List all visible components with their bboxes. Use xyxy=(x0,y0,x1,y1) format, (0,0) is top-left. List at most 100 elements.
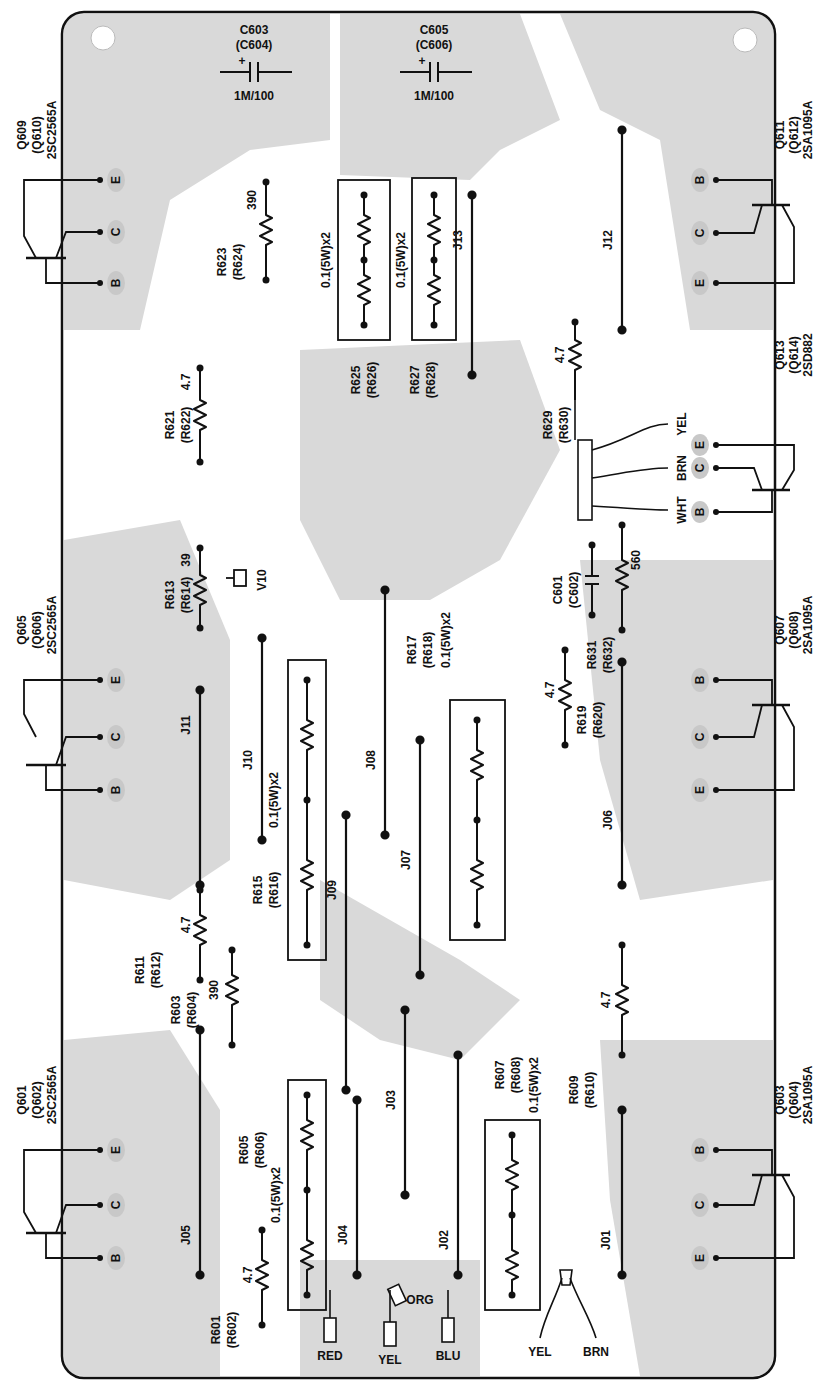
solder-dot xyxy=(197,179,626,1329)
part-name: (C606) xyxy=(416,38,453,52)
part-name: R617 xyxy=(405,636,419,665)
part-name: R619 xyxy=(575,706,589,735)
wire-color: YEL xyxy=(675,412,689,435)
part-name: R603 xyxy=(169,996,183,1025)
pin-letter: E xyxy=(693,1254,707,1262)
wire-color: BLU xyxy=(436,1349,461,1363)
part-name: (R606) xyxy=(253,1132,267,1169)
part-name: V10 xyxy=(255,569,269,590)
wire-color: BRN xyxy=(583,1345,609,1359)
part-name: (C604) xyxy=(236,38,273,52)
transistor-pad xyxy=(107,168,709,1270)
part-name: (R618) xyxy=(421,632,435,669)
part-name: (Q608) xyxy=(787,611,801,648)
power-resistor-box xyxy=(288,178,540,1310)
part-name: Q601 xyxy=(15,1085,29,1114)
wire-color: YEL xyxy=(378,1353,401,1367)
part-number: 2SA1095A xyxy=(801,1066,815,1125)
component-value: 560 xyxy=(629,550,643,570)
component-value: 0.1(5W)x2 xyxy=(319,232,333,288)
connector-tab xyxy=(324,1284,454,1346)
part-name: (R612) xyxy=(149,952,163,989)
part-name: R621 xyxy=(163,411,177,440)
part-name: R631 xyxy=(585,641,599,670)
part-name: (R616) xyxy=(267,872,281,909)
part-name: R605 xyxy=(237,1136,251,1165)
pin-letter: B xyxy=(693,676,707,685)
wire-color: WHT xyxy=(675,496,689,523)
pin-letter: C xyxy=(109,1201,123,1210)
part-name: R615 xyxy=(251,876,265,905)
part-name: (Q610) xyxy=(30,116,44,153)
component-value: 4.7 xyxy=(599,992,613,1009)
pin-letter: E xyxy=(109,1146,123,1154)
component-value: 4.7 xyxy=(179,917,193,934)
part-name: (Q612) xyxy=(787,116,801,153)
component-value: 4.7 xyxy=(179,374,193,391)
copper-area xyxy=(64,14,773,1376)
part-name: (R614) xyxy=(179,577,193,614)
jumper-name: J07 xyxy=(399,850,413,870)
pin-letter: E xyxy=(693,441,707,449)
jumper-name: J12 xyxy=(601,230,615,250)
part-name: Q605 xyxy=(15,615,29,644)
solder-dot xyxy=(97,177,719,1261)
resistor-symbol xyxy=(194,182,628,1325)
jumper-name: J05 xyxy=(179,1225,193,1245)
component-value: 0.1(5W)x2 xyxy=(394,232,408,288)
part-name: Q611 xyxy=(773,121,787,150)
part-name: Q603 xyxy=(773,1085,787,1114)
pin-letter: C xyxy=(109,228,123,237)
wire-color: RED xyxy=(317,1349,342,1363)
part-name: Q607 xyxy=(773,615,787,644)
transistor-symbol xyxy=(716,180,794,1258)
capacitor-symbol xyxy=(220,62,472,82)
component-value: 0.1(5W)x2 xyxy=(269,1167,283,1223)
pin-letter: B xyxy=(109,1254,123,1263)
component-value: 1M/100 xyxy=(414,89,454,103)
jumper-name: J08 xyxy=(364,750,378,770)
mount-hole xyxy=(91,26,115,50)
part-name: C601 xyxy=(551,576,565,605)
pin-letter: E xyxy=(109,676,123,684)
component-value: 390 xyxy=(207,980,221,1000)
pin-letter: B xyxy=(693,508,707,517)
part-name: R607 xyxy=(493,1061,507,1090)
jumper-name: J13 xyxy=(451,230,465,250)
pin-letter: C xyxy=(693,464,707,473)
wire-color: YEL xyxy=(528,1345,551,1359)
part-name: R629 xyxy=(541,411,555,440)
jumper-name: J06 xyxy=(601,810,615,830)
part-number: 2SA1095A xyxy=(801,596,815,655)
part-name: R623 xyxy=(215,248,229,277)
jumper-name: J09 xyxy=(325,880,339,900)
part-name: (R610) xyxy=(583,1072,597,1109)
jumper-wire xyxy=(197,127,626,1279)
jumper-name: J03 xyxy=(384,1090,398,1110)
part-name: (R628) xyxy=(424,362,438,399)
component-value: 1M/100 xyxy=(234,89,274,103)
part-number: 2SC2565A xyxy=(45,1066,59,1125)
pin-letter: C xyxy=(693,1201,707,1210)
part-number: 2SC2565A xyxy=(45,101,59,160)
part-name: Q609 xyxy=(15,120,29,149)
capacitor-symbol xyxy=(585,545,599,615)
jumper-name: J04 xyxy=(336,1225,350,1245)
part-name: (R602) xyxy=(225,1312,239,1349)
varistor-symbol xyxy=(226,570,246,586)
part-number: 2SA1095A xyxy=(801,101,815,160)
part-name: Q613 xyxy=(773,340,787,369)
wire-bundle xyxy=(575,400,668,520)
part-name: C603 xyxy=(240,23,269,37)
part-number: 2SC2565A xyxy=(45,596,59,655)
component-value: 0.1(5W)x2 xyxy=(527,1057,541,1113)
part-name: (R624) xyxy=(231,244,245,281)
part-name: R625 xyxy=(349,366,363,395)
resistor-symbol xyxy=(301,195,518,1295)
mount-hole xyxy=(733,28,757,52)
pin-letter: B xyxy=(109,279,123,288)
board-outline xyxy=(62,12,775,1378)
pin-letter: B xyxy=(109,786,123,795)
